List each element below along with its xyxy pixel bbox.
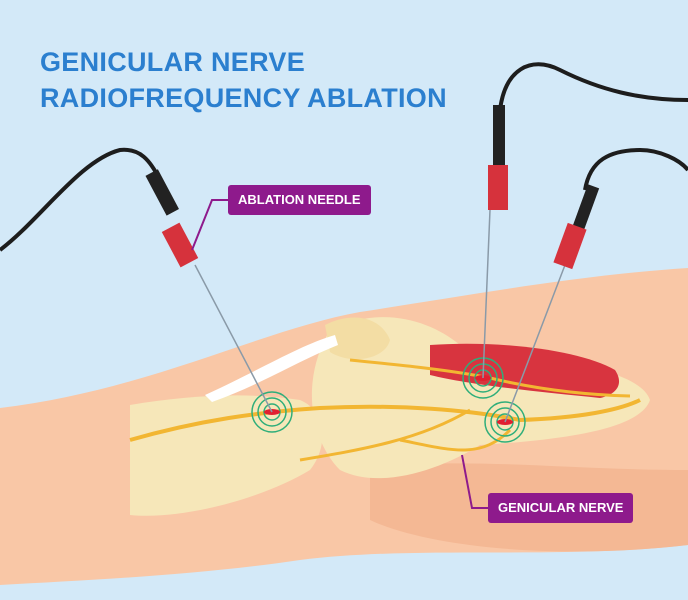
needle-hubs: [145, 105, 600, 270]
ablation-needles: [194, 209, 566, 423]
title-line-1: GENICULAR NERVE: [40, 47, 306, 77]
cables: [0, 62, 688, 252]
title-line-2: RADIOFREQUENCY ABLATION: [40, 83, 447, 113]
tendon: [205, 335, 338, 402]
needle-tips: [264, 375, 513, 425]
genicular-nerve-label: GENICULAR NERVE: [488, 493, 634, 523]
patella: [325, 317, 390, 360]
nerve-label-leader: [461, 454, 488, 509]
needle-label-leader: [191, 199, 228, 251]
ablation-needle-label: ABLATION NEEDLE: [228, 185, 371, 215]
page-title: GENICULAR NERVE RADIOFREQUENCY ABLATION: [40, 44, 447, 116]
